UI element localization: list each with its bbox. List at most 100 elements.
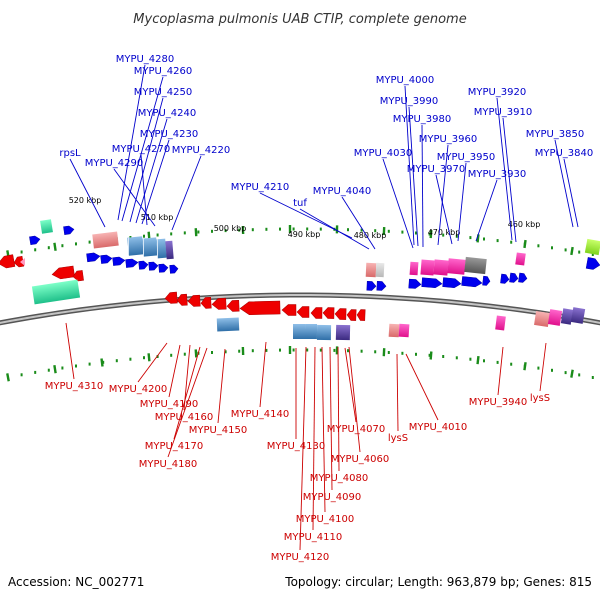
minor-tick-outer	[183, 231, 186, 235]
minor-tick-inner	[347, 349, 349, 353]
label-top-mypu-4290-7: MYPU_4290	[85, 158, 144, 169]
label-top-mypu-4030-12: MYPU_4030	[354, 148, 413, 159]
backbone-arc-highlight	[0, 293, 600, 324]
label-bottom-mypu-4120-15-leader	[299, 346, 307, 551]
minor-tick-inner	[319, 348, 322, 352]
label-top-mypu-3840-23-leader	[563, 158, 579, 228]
label-bottom-mypu-4180-5-leader	[167, 347, 208, 458]
lime-feature-edge	[584, 238, 600, 256]
label-bottom-mypu-4310-0: MYPU_4310	[45, 381, 104, 392]
gene-labels: MYPU_4280MYPU_4260MYPU_4250MYPU_4240MYPU…	[45, 54, 594, 563]
minor-tick-inner	[387, 351, 390, 354]
major-tick-outer	[570, 246, 574, 256]
salmon-feature-lyss	[388, 323, 400, 338]
label-bottom-mypu-4010-17-leader	[405, 353, 439, 421]
label-top-mypu-3910-21-leader	[502, 117, 517, 243]
label-top-mypu-4220-8-leader	[171, 155, 202, 231]
minor-tick-outer	[551, 246, 553, 250]
major-tick-inner	[6, 373, 10, 382]
label-top-mypu-3980-15-leader	[421, 124, 424, 248]
label-bottom-mypu-4170-4-leader	[173, 346, 201, 440]
reverse-gene-arrow-1	[0, 254, 16, 269]
label-bottom-mypu-4200-1-leader	[137, 342, 168, 383]
blue-feature-4130a	[292, 323, 306, 340]
salmon-feature-rpsl	[92, 231, 119, 249]
minor-tick-inner	[170, 353, 173, 357]
minor-tick-inner	[143, 356, 145, 360]
minor-tick-inner	[129, 357, 132, 361]
major-tick-inner	[570, 369, 574, 378]
label-bottom-mypu-4190-2-leader	[168, 344, 181, 398]
purple-feature-lyss-2b	[570, 307, 586, 324]
minor-tick-inner	[415, 352, 417, 356]
label-top-mypu-3850-22-leader	[554, 139, 574, 228]
label-bottom-mypu-4120-15: MYPU_4120	[271, 552, 330, 563]
label-top-mypu-3920-20: MYPU_3920	[468, 87, 527, 98]
forward-gene-arrow-10	[169, 264, 179, 274]
scale-label-480-kbp: 480 kbp	[354, 231, 387, 240]
minor-tick-inner	[360, 349, 363, 353]
minor-tick-outer	[415, 231, 417, 235]
major-tick-inner	[382, 348, 386, 357]
minor-tick-outer	[265, 227, 268, 231]
minor-tick-inner	[333, 348, 336, 352]
salmon-feature-lyss-2	[534, 311, 550, 327]
label-bottom-mypu-4150-6-leader	[217, 348, 226, 424]
minor-tick-inner	[401, 351, 404, 355]
label-bottom-lyss-19: lysS	[530, 393, 550, 404]
label-leader-lines	[65, 64, 579, 551]
label-bottom-mypu-4310-0-leader	[65, 322, 75, 380]
forward-gene-arrow-14	[421, 277, 443, 289]
pink-feature-3920	[515, 252, 526, 266]
scale-label-470-kbp: 470 kbp	[428, 228, 461, 237]
reverse-gene-arrow-3	[51, 265, 75, 280]
purple-feature-4070	[335, 324, 351, 341]
minor-tick-outer	[238, 228, 241, 232]
map-title: Mycoplasma pulmonis UAB CTIP, complete g…	[133, 12, 466, 27]
minor-tick-inner	[238, 349, 241, 353]
reverse-gene-arrow-9	[211, 297, 227, 310]
label-bottom-mypu-4090-12: MYPU_4090	[303, 492, 362, 503]
minor-tick-outer	[510, 240, 513, 244]
reverse-gene-arrow-6	[176, 293, 188, 306]
forward-gene-arrow-17	[482, 275, 491, 286]
minor-tick-outer	[306, 227, 309, 231]
major-tick-inner	[429, 351, 433, 360]
minor-tick-inner	[578, 373, 581, 377]
blue-feature-3	[156, 238, 167, 259]
label-top-tuf-10-leader	[299, 208, 370, 250]
label-bottom-mypu-4070-9-leader	[344, 347, 357, 423]
label-top-mypu-4260-1: MYPU_4260	[134, 66, 193, 77]
major-tick-outer	[429, 230, 433, 239]
label-top-mypu-3990-14: MYPU_3990	[380, 96, 439, 107]
minor-tick-outer	[591, 253, 594, 256]
minor-tick-outer	[61, 244, 64, 248]
minor-tick-inner	[483, 359, 485, 363]
reverse-gene-arrow-11	[239, 300, 281, 316]
minor-tick-outer	[374, 229, 377, 233]
label-top-mypu-4000-13-leader	[404, 85, 415, 246]
label-bottom-mypu-4080-11: MYPU_4080	[310, 473, 369, 484]
minor-tick-inner	[115, 359, 118, 363]
accession-label: Accession: NC_002771	[8, 575, 144, 589]
minor-tick-outer	[469, 236, 472, 240]
minor-tick-inner	[564, 371, 567, 375]
label-top-mypu-4000-13: MYPU_4000	[376, 75, 435, 86]
label-bottom-mypu-4180-5: MYPU_4180	[139, 459, 198, 470]
minor-tick-inner	[156, 355, 159, 358]
reverse-gene-arrow-4	[72, 270, 84, 282]
label-bottom-mypu-4080-11-leader	[337, 346, 340, 472]
label-bottom-mypu-4090-12-leader	[329, 346, 333, 491]
pink-feature-3940	[495, 315, 506, 331]
label-top-mypu-4250-2-leader	[129, 97, 164, 223]
scale-label-490-kbp: 490 kbp	[288, 230, 321, 239]
reverse-gene-arrow-17	[346, 309, 357, 321]
label-top-tuf-10: tuf	[293, 198, 307, 209]
minor-tick-outer	[197, 230, 200, 234]
label-bottom-lyss-19-leader	[539, 342, 547, 392]
label-bottom-mypu-4130-8: MYPU_4130	[267, 441, 326, 452]
forward-gene-arrow-6	[125, 258, 139, 268]
minor-tick-outer	[455, 234, 458, 238]
